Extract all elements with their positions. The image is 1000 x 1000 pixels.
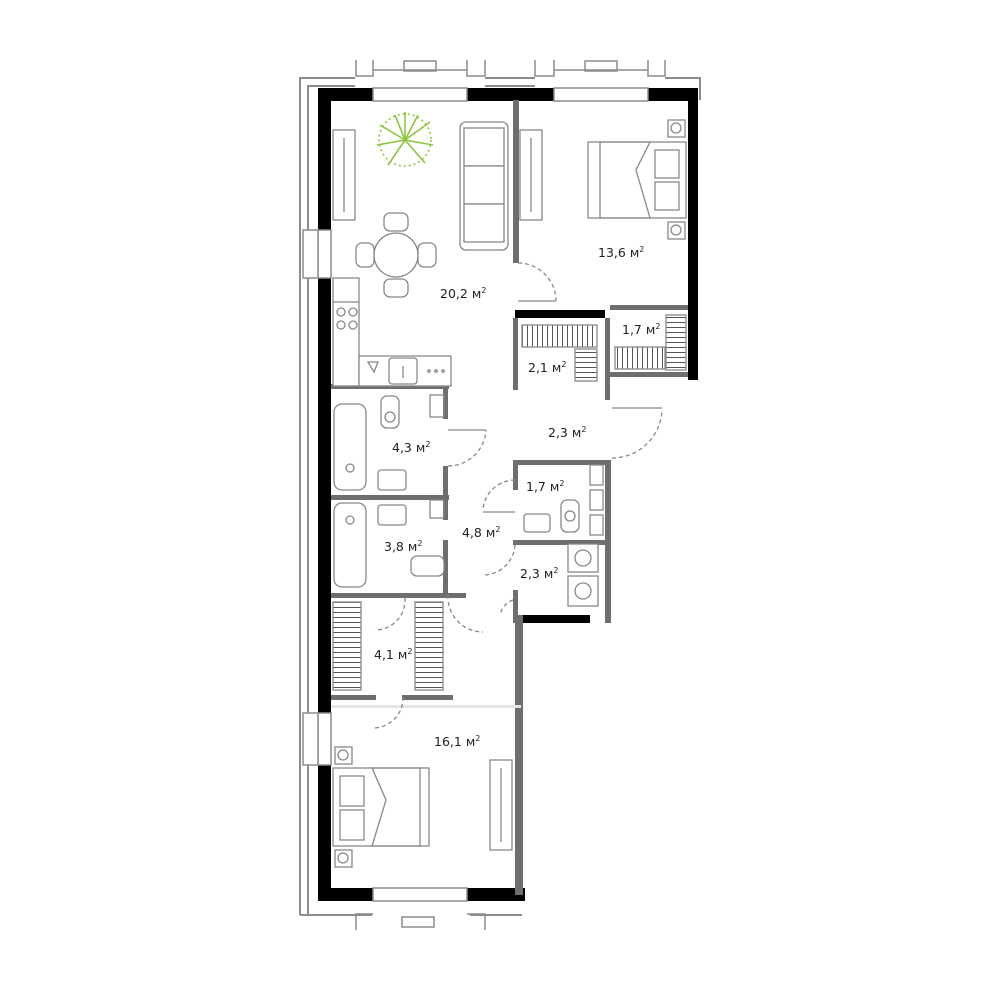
area-label-wardrobe-small: 1,7 м2 bbox=[622, 322, 660, 337]
area-label-toilet: 1,7 м2 bbox=[526, 479, 564, 494]
interior-partitions bbox=[331, 100, 688, 895]
area-label-laundry: 2,3 м2 bbox=[520, 566, 558, 581]
door-swings bbox=[372, 262, 663, 729]
area-label-bedroom-top: 13,6 м2 bbox=[598, 245, 644, 260]
bedroom-top-furniture bbox=[587, 119, 687, 240]
area-label-bedroom-bottom: 16,1 м2 bbox=[434, 734, 480, 749]
living-kitchen-furniture bbox=[332, 121, 543, 387]
exterior-walls bbox=[318, 88, 698, 901]
area-label-hall-upper: 2,3 м2 bbox=[548, 425, 586, 440]
area-label-living-kitchen: 20,2 м2 bbox=[440, 286, 486, 301]
area-label-corridor: 4,8 м2 bbox=[462, 525, 500, 540]
bedroom-bottom-furniture bbox=[332, 746, 513, 868]
windows bbox=[302, 60, 666, 930]
bathroom-fixtures bbox=[333, 394, 599, 607]
plant-icon bbox=[376, 112, 434, 167]
facade-outline bbox=[299, 77, 701, 916]
area-label-bathroom-lower: 3,8 м2 bbox=[384, 539, 422, 554]
area-label-bathroom-upper: 4,3 м2 bbox=[392, 440, 430, 455]
area-label-wardrobe-closet: 2,1 м2 bbox=[528, 360, 566, 375]
area-label-dressing-room: 4,1 м2 bbox=[374, 647, 412, 662]
wardrobes bbox=[332, 314, 687, 691]
